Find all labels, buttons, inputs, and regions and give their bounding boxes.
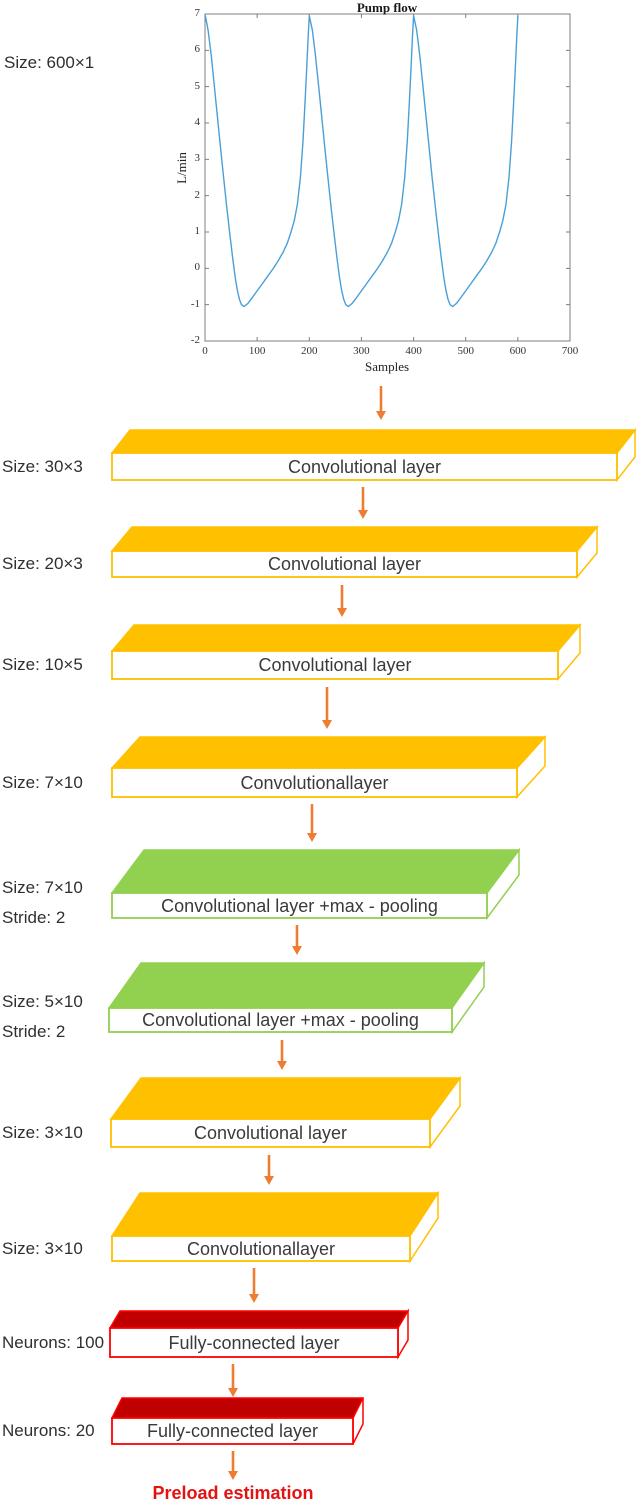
- layer-size-label-8: Size: 3×10: [2, 1235, 83, 1263]
- layer-label-1: Convolutional layer: [287, 456, 442, 477]
- layer-box-top-face: [108, 1310, 410, 1329]
- y-tick-label: 3: [194, 152, 201, 165]
- size-label-line: Stride: 2: [2, 1022, 66, 1041]
- flow-arrow-head: [307, 833, 317, 842]
- layer-label-7: Convolutional layer: [193, 1123, 348, 1143]
- layer-box-top-face: [110, 624, 582, 652]
- x-tick-label: 500: [457, 345, 474, 357]
- chart-tick-marks: [204, 13, 571, 342]
- size-label-line: Neurons: 100: [2, 1332, 105, 1352]
- size-label-line: Size: 7×10: [2, 772, 83, 792]
- input-size-label: Size: 600×1: [4, 53, 95, 72]
- chart-title: Pump flow: [356, 0, 418, 15]
- layer-box-front-face: [111, 1417, 354, 1445]
- layer-box-top-face: [110, 849, 521, 894]
- layer-box-front-face: [111, 650, 559, 680]
- size-label-line: Stride: 2: [2, 907, 66, 927]
- x-tick-label: 600: [509, 345, 527, 357]
- x-tick-label: 100: [248, 345, 266, 357]
- flow-arrow-head: [376, 411, 386, 420]
- y-tick-label: 6: [194, 43, 201, 56]
- layer-box-front-face: [111, 767, 518, 798]
- layer-size-label-4: Size: 7×10: [2, 769, 83, 797]
- layer-box-front-face: [110, 1118, 431, 1148]
- flow-arrow-head: [292, 946, 302, 955]
- layer-box-top-face: [110, 1192, 440, 1237]
- layer-label-3: Convolutional layer: [258, 655, 412, 675]
- layer-label-8: Convolutionallayer: [186, 1238, 336, 1259]
- size-label-line: Size: 5×10: [2, 992, 83, 1011]
- layer-size-label-10: Neurons: 20: [2, 1417, 95, 1445]
- layer-label-6: Convolutional layer +max - pooling: [142, 1010, 419, 1030]
- size-label-line: Size: 7×10: [2, 877, 83, 897]
- flow-arrow-head: [264, 1176, 274, 1185]
- layer-size-label-1: Size: 30×3: [2, 453, 83, 481]
- layer-box-front-face: [111, 892, 488, 919]
- x-tick-label: 700: [561, 345, 579, 357]
- flow-arrow-head: [337, 608, 347, 617]
- y-tick-label: 5: [194, 79, 201, 92]
- size-label-line: Size: 3×10: [2, 1123, 83, 1142]
- x-tick-label: 0: [202, 345, 208, 357]
- flow-arrow-head: [358, 510, 368, 519]
- size-label-line: Size: 30×3: [2, 456, 83, 476]
- layer-box-top-face: [109, 1077, 462, 1120]
- layer-box-top-face: [110, 1397, 365, 1419]
- size-label-line: Size: 3×10: [2, 1238, 83, 1258]
- layer-box-front-face: [109, 1327, 399, 1358]
- layer-box-top-face: [110, 526, 599, 552]
- layer-size-label-2: Size: 20×3: [2, 550, 83, 578]
- layer-box-top-face: [107, 962, 486, 1009]
- layer-size-label-3: Size: 10×5: [2, 651, 83, 679]
- output-label: Preload estimation: [152, 1483, 314, 1503]
- layer-size-label-9: Neurons: 100: [2, 1329, 104, 1357]
- flow-arrow-head: [249, 1294, 259, 1303]
- flow-arrow-head: [322, 720, 332, 729]
- layer-size-label-7: Size: 3×10: [2, 1119, 83, 1147]
- y-tick-label: 0: [194, 261, 201, 274]
- layer-box-top-face: [110, 736, 547, 769]
- layer-label-5: Convolutional layer +max - pooling: [161, 895, 438, 916]
- layer-label-9: Fully-connected layer: [168, 1332, 340, 1353]
- flow-arrow-head: [228, 1471, 238, 1480]
- y-tick-label: -1: [190, 297, 200, 310]
- size-label-line: Neurons: 20: [2, 1421, 95, 1440]
- y-tick-label: 4: [194, 116, 201, 128]
- flow-arrow-head: [228, 1388, 238, 1397]
- layer-box-front-face: [111, 1235, 411, 1262]
- layer-label-10: Fully-connected layer: [146, 1421, 319, 1441]
- layer-box-top-face: [110, 429, 637, 454]
- size-label-line: Size: 10×5: [2, 655, 83, 674]
- layer-box-front-face: [108, 1007, 453, 1033]
- x-tick-label: 300: [353, 345, 370, 357]
- flow-arrow-head: [277, 1061, 287, 1070]
- layer-label-4: Convolutionallayer: [240, 772, 389, 793]
- y-tick-label: -2: [190, 334, 200, 346]
- layer-label-2: Convolutional layer: [267, 554, 422, 574]
- y-tick-label: 7: [194, 7, 201, 19]
- chart-axes-box: [204, 13, 571, 342]
- layer-box-front-face: [111, 550, 578, 578]
- size-label-line: Size: 20×3: [2, 554, 83, 573]
- y-tick-label: 2: [194, 188, 201, 201]
- x-tick-label: 400: [405, 345, 422, 357]
- y-tick-label: 1: [194, 225, 201, 237]
- x-tick-label: 200: [301, 345, 318, 357]
- chart-x-axis-label: Samples: [364, 359, 410, 374]
- layer-box-front-face: [111, 452, 618, 481]
- chart-curve: [204, 13, 519, 308]
